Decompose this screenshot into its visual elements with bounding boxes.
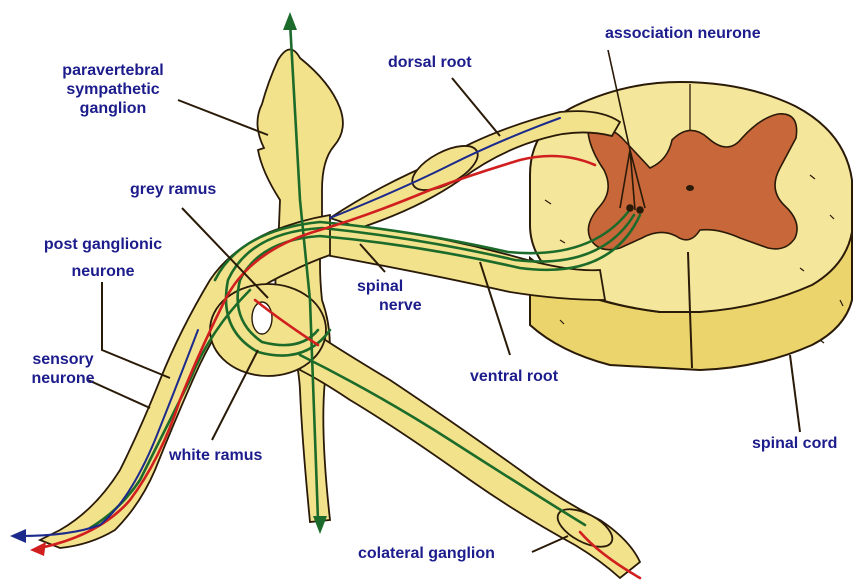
- label-association-neurone: association neurone: [605, 24, 761, 43]
- label-spinal-cord: spinal cord: [752, 434, 837, 453]
- label-white-ramus: white ramus: [169, 446, 262, 465]
- sympathetic-arrow-up: [283, 12, 297, 30]
- label-post-ganglionic-line1: post ganglionic: [28, 235, 178, 254]
- label-spinal-line2: nerve: [357, 296, 422, 315]
- leader-collateral: [532, 536, 568, 552]
- leader-spinal-cord: [790, 355, 800, 432]
- label-sensory-neurone: sensory neurone: [18, 350, 108, 388]
- label-paravertebral-line2: sympathetic: [38, 80, 188, 99]
- label-spinal-line1: spinal: [357, 277, 422, 296]
- label-post-ganglionic: post ganglionic neurone: [28, 235, 178, 281]
- label-paravertebral: paravertebral sympathetic ganglion: [38, 61, 188, 118]
- label-spinal-nerve: spinal nerve: [357, 277, 422, 315]
- leader-post-ganglionic: [102, 282, 170, 378]
- label-post-ganglionic-line2: neurone: [28, 262, 178, 281]
- label-sensory-line1: sensory: [18, 350, 108, 369]
- label-collateral-ganglion: colateral ganglion: [358, 544, 495, 563]
- label-paravertebral-line1: paravertebral: [38, 61, 188, 80]
- label-paravertebral-line3: ganglion: [38, 99, 188, 118]
- sensory-arrow: [30, 542, 46, 556]
- central-canal: [686, 185, 694, 191]
- motor-arrow: [10, 529, 26, 543]
- label-ventral-root: ventral root: [470, 367, 558, 386]
- leader-dorsal-root: [452, 78, 500, 136]
- label-dorsal-root: dorsal root: [388, 53, 472, 72]
- label-sensory-line2: neurone: [18, 369, 108, 388]
- label-grey-ramus: grey ramus: [130, 180, 216, 199]
- sympathetic-arrow-down: [313, 516, 327, 534]
- leader-paravertebral: [178, 100, 268, 135]
